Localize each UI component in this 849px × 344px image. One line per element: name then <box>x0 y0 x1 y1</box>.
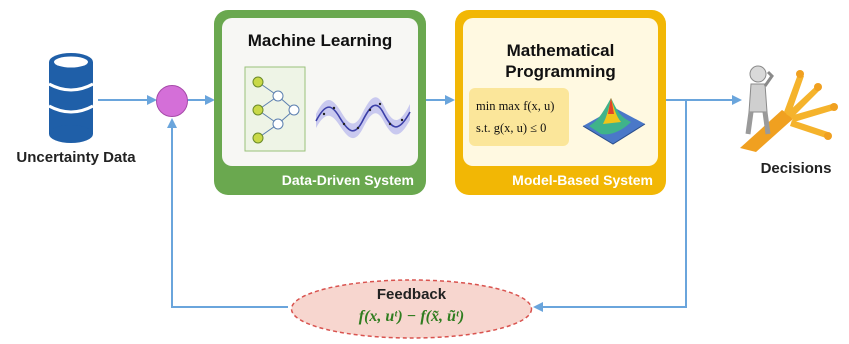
feedback-ellipse <box>290 279 533 339</box>
data-driven-system-label: Data-Driven System <box>281 172 414 188</box>
mathematical-programming-panel: Mathematical Programming min max f(x, u)… <box>463 18 658 166</box>
feedback-formula: f(x, uᵗ) − f(x̃, ũᵗ) <box>358 308 465 325</box>
summing-node <box>156 85 188 117</box>
mathematical-programming-title-line1: Mathematical <box>506 41 615 60</box>
database-icon <box>46 50 96 144</box>
model-based-system-label: Model-Based System <box>512 172 653 188</box>
regression-plot-icon <box>314 84 412 140</box>
feedback-node: Feedback f(x, uᵗ) − f(x̃, ũᵗ) <box>289 278 534 340</box>
machine-learning-panel: Machine Learning <box>222 18 418 166</box>
formula-constraint: s.t. g(x, u) ≤ 0 <box>476 121 547 135</box>
neural-network-icon <box>244 66 306 152</box>
uncertainty-data-label: Uncertainty Data <box>16 149 136 166</box>
machine-learning-title: Machine Learning <box>247 31 393 50</box>
arrow-feedback-to-sum <box>167 118 288 308</box>
data-driven-system-box: Machine Learning <box>214 10 426 195</box>
model-based-system-box: Mathematical Programming min max f(x, u)… <box>455 10 666 195</box>
optimization-formula-card: min max f(x, u) s.t. g(x, u) ≤ 0 <box>469 88 569 146</box>
feedback-title: Feedback <box>376 286 447 303</box>
surface-plot-icon <box>581 90 647 148</box>
formula-objective: min max f(x, u) <box>476 99 555 113</box>
arrow-output-to-feedback <box>533 100 687 312</box>
decisions-label: Decisions <box>760 160 832 177</box>
mathematical-programming-title-line2: Programming <box>505 62 616 81</box>
mathematical-programming-title: Mathematical Programming <box>463 40 658 82</box>
decision-maker-icon <box>736 60 846 152</box>
